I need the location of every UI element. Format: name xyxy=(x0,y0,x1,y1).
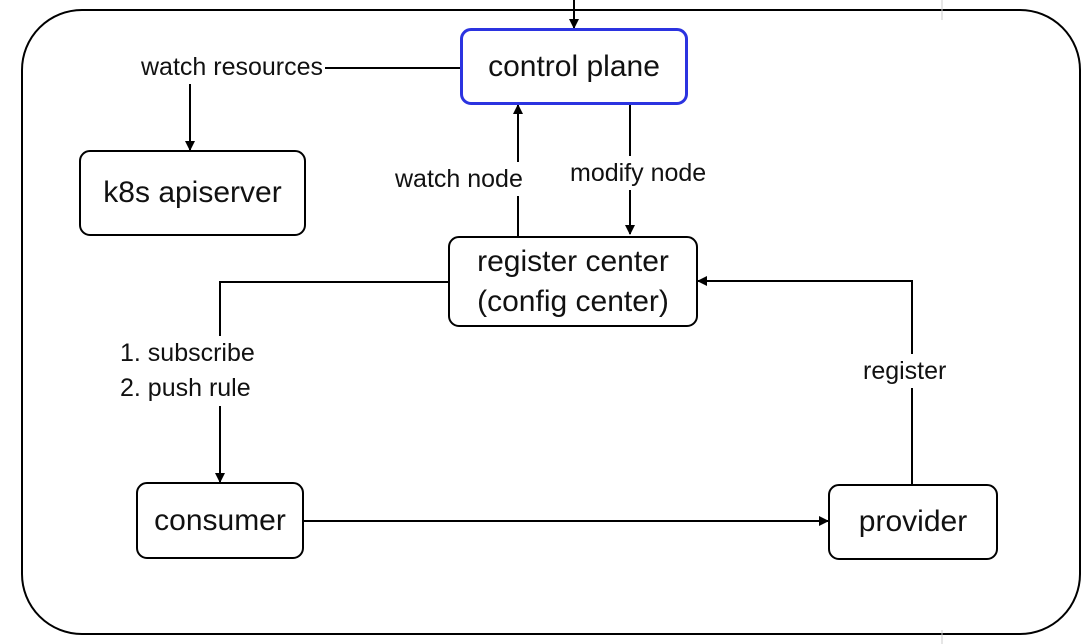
label-modify-node: modify node xyxy=(568,156,709,190)
node-consumer[interactable]: consumer xyxy=(136,482,304,559)
label-subscribe: 1. subscribe xyxy=(120,339,255,367)
edge-subscribe-push xyxy=(215,281,448,483)
node-register-center[interactable]: register center (config center) xyxy=(448,236,698,327)
outer-container xyxy=(21,9,1081,635)
label-push-rule: 2. push rule xyxy=(120,374,251,402)
node-control-plane[interactable]: control plane xyxy=(460,28,688,105)
node-register-center-line1: register center xyxy=(477,244,669,278)
label-register: register xyxy=(861,354,949,388)
edge-register xyxy=(697,276,913,484)
label-subscribe-push: 1. subscribe 2. push rule xyxy=(116,336,259,406)
node-provider[interactable]: provider xyxy=(828,484,998,560)
node-k8s-apiserver-label: k8s apiserver xyxy=(103,176,282,209)
label-watch-resources: watch resources xyxy=(139,50,326,84)
node-provider-label: provider xyxy=(858,505,968,538)
node-control-plane-label: control plane xyxy=(488,49,660,83)
node-register-center-line2: (config center) xyxy=(477,284,669,318)
node-k8s-apiserver[interactable]: k8s apiserver xyxy=(79,150,306,236)
label-watch-node: watch node xyxy=(393,162,525,196)
node-consumer-label: consumer xyxy=(154,503,286,537)
